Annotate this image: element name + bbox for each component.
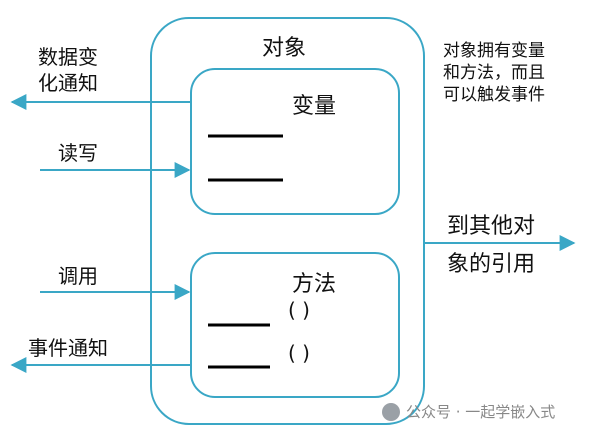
watermark-text: 公众号 · 一起学嵌入式 <box>406 403 556 421</box>
reference-label-top: 到其他对 <box>447 214 536 239</box>
variables-box <box>190 68 400 215</box>
data-change-notify-label: 数据变 化通知 <box>38 45 98 95</box>
wechat-logo-icon <box>382 402 400 421</box>
methods-box <box>190 252 400 398</box>
object-note: 对象拥有变量 和方法，而且 可以触发事件 <box>443 41 545 105</box>
methods-title: 方法 <box>292 272 337 297</box>
call-label: 调用 <box>58 264 98 288</box>
watermark: 公众号 · 一起学嵌入式 <box>382 401 555 422</box>
reference-label-bottom: 象的引用 <box>447 252 536 277</box>
read-write-label: 读写 <box>58 141 98 165</box>
variables-title: 变量 <box>292 94 337 119</box>
method-parens: ( ) <box>288 341 310 365</box>
event-notify-label: 事件通知 <box>28 336 108 360</box>
method-parens: ( ) <box>288 298 310 322</box>
object-box <box>150 17 425 425</box>
object-title: 对象 <box>262 36 307 61</box>
